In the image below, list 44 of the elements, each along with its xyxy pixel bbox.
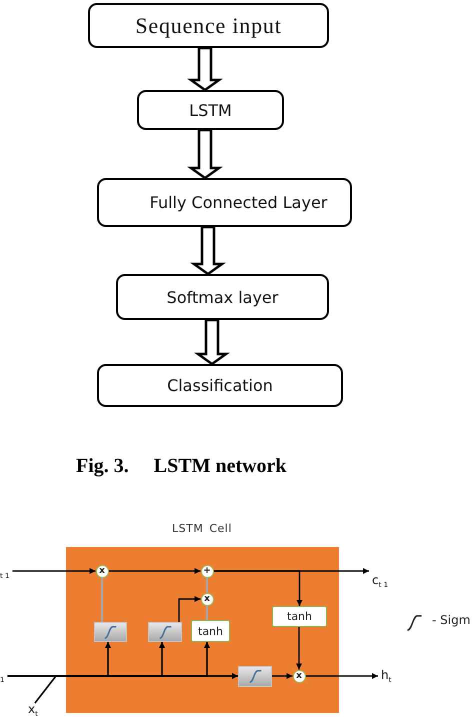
process-label: Fully Connected Layer: [150, 193, 328, 212]
connector-line: [206, 578, 208, 592]
connector-line: [206, 606, 208, 620]
function-label: tanh: [287, 610, 312, 623]
process-box: [97, 364, 343, 407]
block-arrow: [187, 128, 223, 180]
function-box: [191, 620, 230, 642]
operation-symbol: x: [204, 594, 210, 604]
arrow: [272, 673, 292, 679]
sigmoid-gate-box: [238, 666, 272, 686]
connector-line: [101, 578, 103, 622]
process-label: Softmax layer: [166, 288, 278, 306]
process-label: Sequence input: [135, 12, 282, 38]
arrow: [34, 673, 238, 704]
function-box: [272, 606, 327, 627]
process-box: [88, 3, 329, 48]
signal-label: c$_{t 1}$: [372, 574, 388, 589]
panel-title: LSTM Cell: [172, 522, 232, 535]
signal-label: 1: [0, 669, 4, 684]
legend-text: - Sigm: [432, 613, 470, 627]
arrow: [108, 568, 200, 574]
process-label: LSTM: [189, 100, 232, 120]
arrow: [178, 596, 200, 622]
arrow: [296, 627, 302, 670]
process-box: [97, 178, 352, 227]
arrow: [306, 673, 378, 679]
signal-label: x$_{t}$: [28, 703, 38, 717]
process-box: [116, 274, 329, 320]
operation-symbol: x: [99, 566, 105, 576]
signal-label: t 1: [0, 565, 10, 580]
arrow: [214, 570, 302, 606]
sigmoid-gate-box: [94, 622, 127, 642]
block-arrow: [187, 46, 223, 92]
function-label: tanh: [198, 624, 223, 638]
operation-symbol: x: [296, 672, 302, 680]
signal-label: h$_{t}$: [381, 669, 392, 684]
figure-caption: Fig. 3. LSTM network: [76, 455, 287, 478]
block-arrow: [194, 318, 230, 366]
operation-symbol: +: [203, 566, 211, 576]
sigmoid-gate-box: [148, 622, 182, 642]
block-arrow: [190, 226, 226, 276]
arrow: [12, 568, 96, 574]
process-box: [137, 90, 284, 130]
process-label: Classification: [167, 376, 273, 395]
